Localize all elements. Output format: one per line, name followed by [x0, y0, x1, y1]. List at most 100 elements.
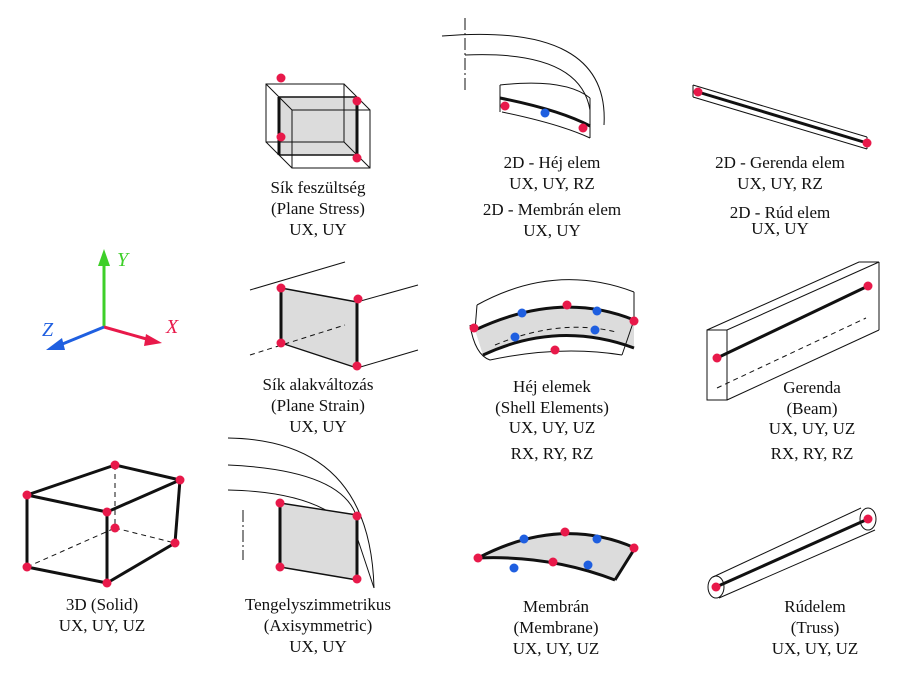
node	[276, 338, 286, 348]
solid-dof: UX, UY, UZ	[59, 616, 146, 635]
node	[863, 514, 873, 524]
node	[509, 563, 519, 573]
beam-figure	[706, 261, 880, 401]
node	[22, 490, 32, 500]
plane-strain-english: (Plane Strain)	[271, 396, 365, 415]
node	[352, 361, 362, 371]
plane-stress-figure	[265, 73, 371, 169]
membrane-2d-name: 2D - Membrán elem	[483, 200, 621, 219]
node	[275, 498, 285, 508]
node	[519, 534, 529, 544]
node	[352, 96, 362, 106]
beam-2d-dof: UX, UY, RZ	[737, 174, 823, 193]
beam-2d-name: 2D - Gerenda elem	[715, 153, 845, 172]
z-axis-label: Z	[42, 319, 54, 341]
membrane-dof: UX, UY, UZ	[513, 639, 600, 658]
node	[170, 538, 180, 548]
node	[276, 283, 286, 293]
node	[352, 153, 362, 163]
coordinate-axes: Y X Z	[42, 249, 179, 350]
node	[276, 132, 286, 142]
node	[175, 475, 185, 485]
node	[469, 323, 479, 333]
plane-stress-english: (Plane Stress)	[271, 199, 365, 218]
truss-dof: UX, UY, UZ	[772, 639, 859, 658]
node	[592, 534, 602, 544]
truss-english: (Truss)	[791, 618, 840, 637]
node	[102, 507, 112, 517]
axisymmetric-english: (Axisymmetric)	[264, 616, 373, 635]
node	[590, 325, 600, 335]
node	[712, 353, 722, 363]
x-axis-arrow	[103, 325, 151, 342]
node	[510, 332, 520, 342]
labels: Sík feszültség (Plane Stress) UX, UY 2D …	[59, 153, 859, 658]
shell-dof-rotations: RX, RY, RZ	[511, 444, 594, 463]
y-axis-label: Y	[117, 249, 130, 271]
node	[102, 578, 112, 588]
node	[592, 306, 602, 316]
node	[352, 511, 362, 521]
node	[629, 543, 639, 553]
beam-2d-figure	[692, 84, 872, 150]
node	[352, 574, 362, 584]
shell-name: Héj elemek	[513, 377, 591, 396]
y-axis-arrowhead	[98, 249, 110, 266]
plane-stress-dof: UX, UY	[289, 220, 347, 239]
truss-2d-name: 2D - Rúd elem	[730, 203, 831, 222]
beam-english: (Beam)	[787, 399, 838, 418]
membrane-name: Membrán	[523, 597, 590, 616]
node	[711, 582, 721, 592]
beam-name: Gerenda	[783, 378, 841, 397]
node	[473, 553, 483, 563]
node	[110, 523, 120, 533]
beam-dof-rotations: RX, RY, RZ	[771, 444, 854, 463]
truss-figure	[707, 507, 877, 599]
node	[110, 460, 120, 470]
axisymmetric-figure	[227, 437, 375, 589]
node	[550, 345, 560, 355]
node	[22, 562, 32, 572]
node	[693, 87, 703, 97]
x-axis-arrowhead	[144, 334, 162, 346]
plane-stress-name: Sík feszültség	[271, 178, 366, 197]
node	[548, 557, 558, 567]
plane-strain-dof: UX, UY	[289, 417, 347, 436]
plane-strain-name: Sík alakváltozás	[263, 375, 374, 394]
beam-dof: UX, UY, UZ	[769, 419, 856, 438]
membrane-2d-dof: UX, UY	[523, 221, 581, 240]
node	[353, 294, 363, 304]
membrane-figure	[473, 527, 639, 582]
node	[275, 562, 285, 572]
z-axis-arrow	[59, 325, 105, 347]
node	[862, 138, 872, 148]
shell-dof: UX, UY, UZ	[509, 418, 596, 437]
node	[560, 527, 570, 537]
solid-name: 3D (Solid)	[66, 595, 138, 614]
node	[583, 560, 593, 570]
shell-english: (Shell Elements)	[495, 398, 609, 417]
shell-2d-dof: UX, UY, RZ	[509, 174, 595, 193]
shell-2d-name: 2D - Héj elem	[504, 153, 601, 172]
shell-2d-figure	[441, 18, 605, 139]
node	[562, 300, 572, 310]
plane-strain-figure	[249, 261, 419, 371]
membrane-english: (Membrane)	[514, 618, 599, 637]
node	[517, 308, 527, 318]
node	[578, 123, 588, 133]
truss-name: Rúdelem	[784, 597, 845, 616]
solid-figure	[22, 460, 185, 588]
node	[629, 316, 639, 326]
z-axis-arrowhead	[46, 338, 65, 350]
x-axis-label: X	[165, 316, 179, 338]
axisymmetric-dof: UX, UY	[289, 637, 347, 656]
shell-figure	[469, 279, 639, 361]
node	[540, 108, 550, 118]
axisymmetric-name: Tengelyszimmetrikus	[245, 595, 391, 614]
node	[276, 73, 286, 83]
node	[500, 101, 510, 111]
node	[863, 281, 873, 291]
truss-2d-dof: UX, UY	[751, 219, 809, 238]
